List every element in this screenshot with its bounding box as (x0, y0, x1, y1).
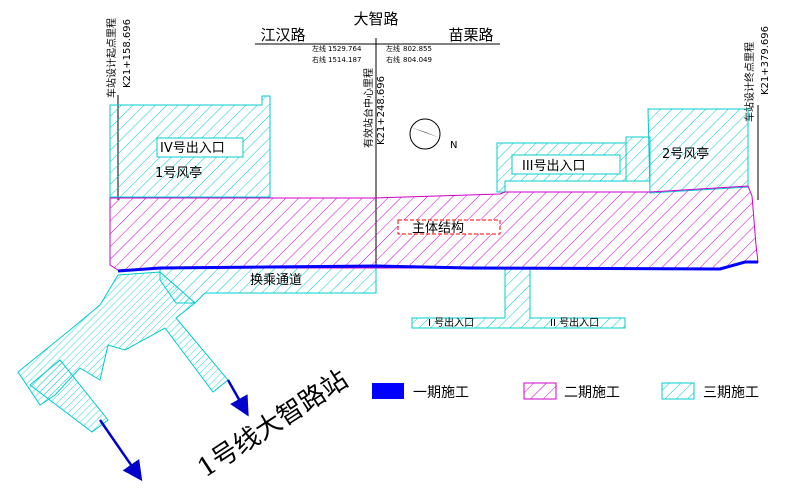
road-left-label: 江汉路 (260, 26, 305, 44)
phase2-main-structure: 主体结构 (109, 185, 759, 271)
road-right-label: 苗栗路 (448, 26, 493, 44)
arrow-1-icon (226, 379, 249, 417)
arrow-2-icon (98, 419, 143, 482)
start-mileage-label: 车站设计起点里程 (105, 18, 118, 98)
line1-connection-block (17, 271, 229, 406)
legend-phase2-label: 二期施工 (564, 385, 620, 401)
right-line-label-b: 右线 (386, 55, 400, 64)
main-structure-label-box (397, 219, 501, 235)
exit-1-2-block (411, 267, 626, 329)
left-line-value-b: 802.855 (403, 45, 432, 53)
right-line-value-b: 804.049 (403, 56, 432, 64)
end-mileage-label: 车站设计终点里程 (743, 42, 756, 122)
main-structure-label: 主体结构 (412, 221, 464, 236)
legend-phase3-swatch (661, 382, 695, 400)
left-line-label-a: 左线 (312, 44, 326, 53)
start-mileage-value: K21+158.696 (122, 19, 133, 88)
right-line-value-a: 1514.187 (328, 56, 361, 64)
exit-3-box (511, 154, 621, 175)
compass-north-label: N (450, 140, 457, 151)
exit-2-label: II 号出入口 (550, 316, 599, 329)
legend: 一期施工 二期施工 三期施工 (372, 382, 759, 401)
mileage-lines: 车站设计起点里程 K21+158.696 有效站台中心里程 K21+248.69… (105, 18, 771, 285)
vent-2-connector (625, 136, 651, 182)
phase3-structures: IV号出入口 1号风亭 2号风亭 III号出入口 换乘通道 I 号出入口 II … (17, 95, 749, 433)
exit-3-label: III号出入口 (522, 159, 586, 174)
left-line-value-a: 1529.764 (328, 45, 362, 53)
compass: N (409, 118, 457, 151)
center-mileage-label: 有效站台中心里程 (362, 68, 375, 148)
center-mileage-value: K21+248.696 (376, 76, 387, 145)
compass-needle-icon (410, 127, 440, 138)
road-header: 大智路 江汉路 苗栗路 左线 1529.764 右线 1514.187 左线 8… (255, 10, 500, 64)
transfer-passage-label: 换乘通道 (250, 273, 302, 288)
vent-2-label: 2号风亭 (662, 146, 709, 162)
end-mileage-value: K21+379.696 (760, 26, 771, 95)
legend-phase3-label: 三期施工 (703, 385, 759, 401)
left-line-label-b: 左线 (386, 44, 400, 53)
vent-1-label: 1号风亭 (155, 165, 202, 181)
legend-phase1-swatch (372, 383, 404, 399)
line1-connection-branch (29, 359, 109, 433)
exit-1-label: I 号出入口 (428, 316, 474, 329)
exit-4-box (156, 137, 244, 158)
right-line-label-a: 右线 (312, 55, 326, 64)
compass-circle (409, 118, 441, 150)
legend-phase1-label: 一期施工 (413, 385, 469, 401)
phase1-line (117, 260, 758, 273)
legend-phase2-swatch (523, 382, 557, 400)
exit-4-label: IV号出入口 (160, 141, 225, 156)
road-top-label: 大智路 (353, 10, 398, 28)
